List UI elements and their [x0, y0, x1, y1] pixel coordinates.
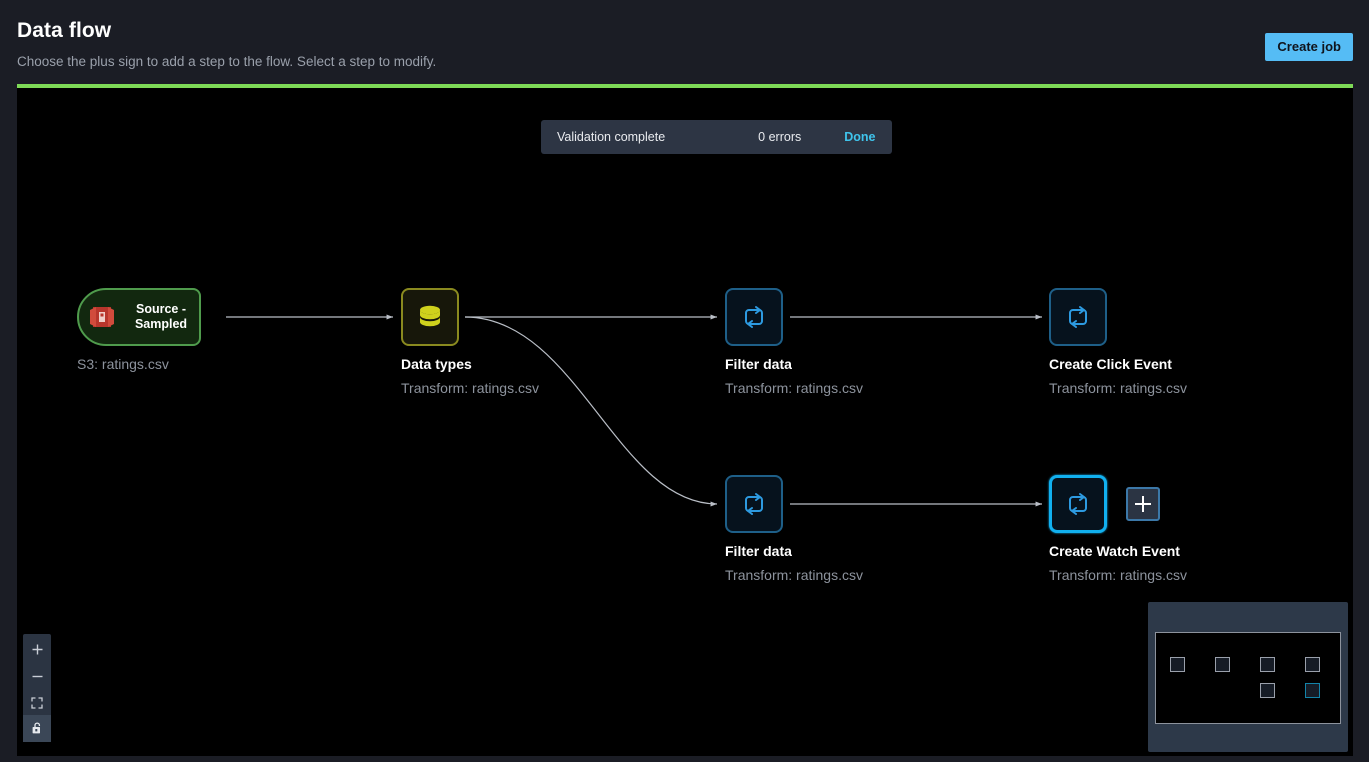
node-body-create-click-event[interactable] [1049, 288, 1107, 346]
plus-icon [1134, 495, 1152, 513]
transform-loop-icon [1063, 302, 1093, 332]
node-title-filter-data-top: Filter data [725, 356, 792, 372]
node-title-data-types: Data types [401, 356, 472, 372]
zoom-in-button[interactable] [23, 634, 51, 661]
add-step-button[interactable] [1126, 487, 1160, 521]
node-body-filter-data-top[interactable] [725, 288, 783, 346]
page-header: Data flow Choose the plus sign to add a … [0, 0, 1369, 84]
node-subtitle-filter-data-bottom: Transform: ratings.csv [725, 567, 863, 583]
node-body-source-sampled[interactable]: Source -Sampled [77, 288, 201, 346]
minimap-node-filter-data-top [1260, 657, 1275, 672]
validation-banner: Validation complete 0 errors Done [541, 120, 892, 154]
s3-bucket-icon [89, 303, 115, 331]
node-subtitle-source-sampled: S3: ratings.csv [77, 356, 169, 372]
validation-done-button[interactable]: Done [844, 130, 876, 144]
transform-loop-icon [1063, 489, 1093, 519]
node-subtitle-create-click-event: Transform: ratings.csv [1049, 380, 1187, 396]
lock-icon [31, 722, 43, 735]
zoom-controls[interactable] [23, 634, 51, 742]
flow-node-filter-data-bottom[interactable]: Filter data Transform: ratings.csv [725, 475, 945, 605]
minimap-node-create-watch-event [1305, 683, 1320, 698]
node-box-label-source-sampled: Source -Sampled [134, 302, 188, 331]
page-subtitle: Choose the plus sign to add a step to th… [17, 54, 437, 69]
database-icon [416, 304, 444, 330]
minimap-panel[interactable] [1148, 602, 1348, 752]
data-flow-canvas[interactable]: Validation complete 0 errors Done Source… [17, 84, 1353, 756]
fit-to-screen-button[interactable] [23, 688, 51, 715]
node-body-filter-data-bottom[interactable] [725, 475, 783, 533]
minimap-node-source-sampled [1170, 657, 1185, 672]
flow-node-source-sampled[interactable]: Source -Sampled S3: ratings.csv [77, 288, 277, 408]
node-title-filter-data-bottom: Filter data [725, 543, 792, 559]
minus-icon [32, 669, 43, 680]
minimap-viewport[interactable] [1155, 632, 1341, 724]
minimap-node-data-types [1215, 657, 1230, 672]
lock-canvas-button[interactable] [23, 715, 51, 742]
node-subtitle-data-types: Transform: ratings.csv [401, 380, 539, 396]
page-title: Data flow [17, 19, 112, 42]
transform-loop-icon [739, 302, 769, 332]
transform-loop-icon [739, 489, 769, 519]
fit-screen-icon [31, 696, 43, 709]
validation-error-count: 0 errors [758, 130, 802, 144]
node-body-create-watch-event[interactable] [1049, 475, 1107, 533]
node-subtitle-create-watch-event: Transform: ratings.csv [1049, 567, 1187, 583]
zoom-out-button[interactable] [23, 661, 51, 688]
flow-edges [226, 314, 1042, 507]
validation-message: Validation complete [557, 130, 666, 144]
flow-node-data-types[interactable]: Data types Transform: ratings.csv [401, 288, 621, 418]
create-job-button[interactable]: Create job [1265, 33, 1353, 61]
node-body-data-types[interactable] [401, 288, 459, 346]
flow-node-create-watch-event[interactable]: Create Watch Event Transform: ratings.cs… [1049, 475, 1279, 605]
minimap-node-create-click-event [1305, 657, 1320, 672]
node-title-create-watch-event: Create Watch Event [1049, 543, 1180, 559]
flow-node-create-click-event[interactable]: Create Click Event Transform: ratings.cs… [1049, 288, 1279, 418]
node-subtitle-filter-data-top: Transform: ratings.csv [725, 380, 863, 396]
minimap-node-filter-data-bottom [1260, 683, 1275, 698]
flow-node-filter-data-top[interactable]: Filter data Transform: ratings.csv [725, 288, 945, 418]
node-title-create-click-event: Create Click Event [1049, 356, 1172, 372]
plus-icon [32, 642, 43, 655]
